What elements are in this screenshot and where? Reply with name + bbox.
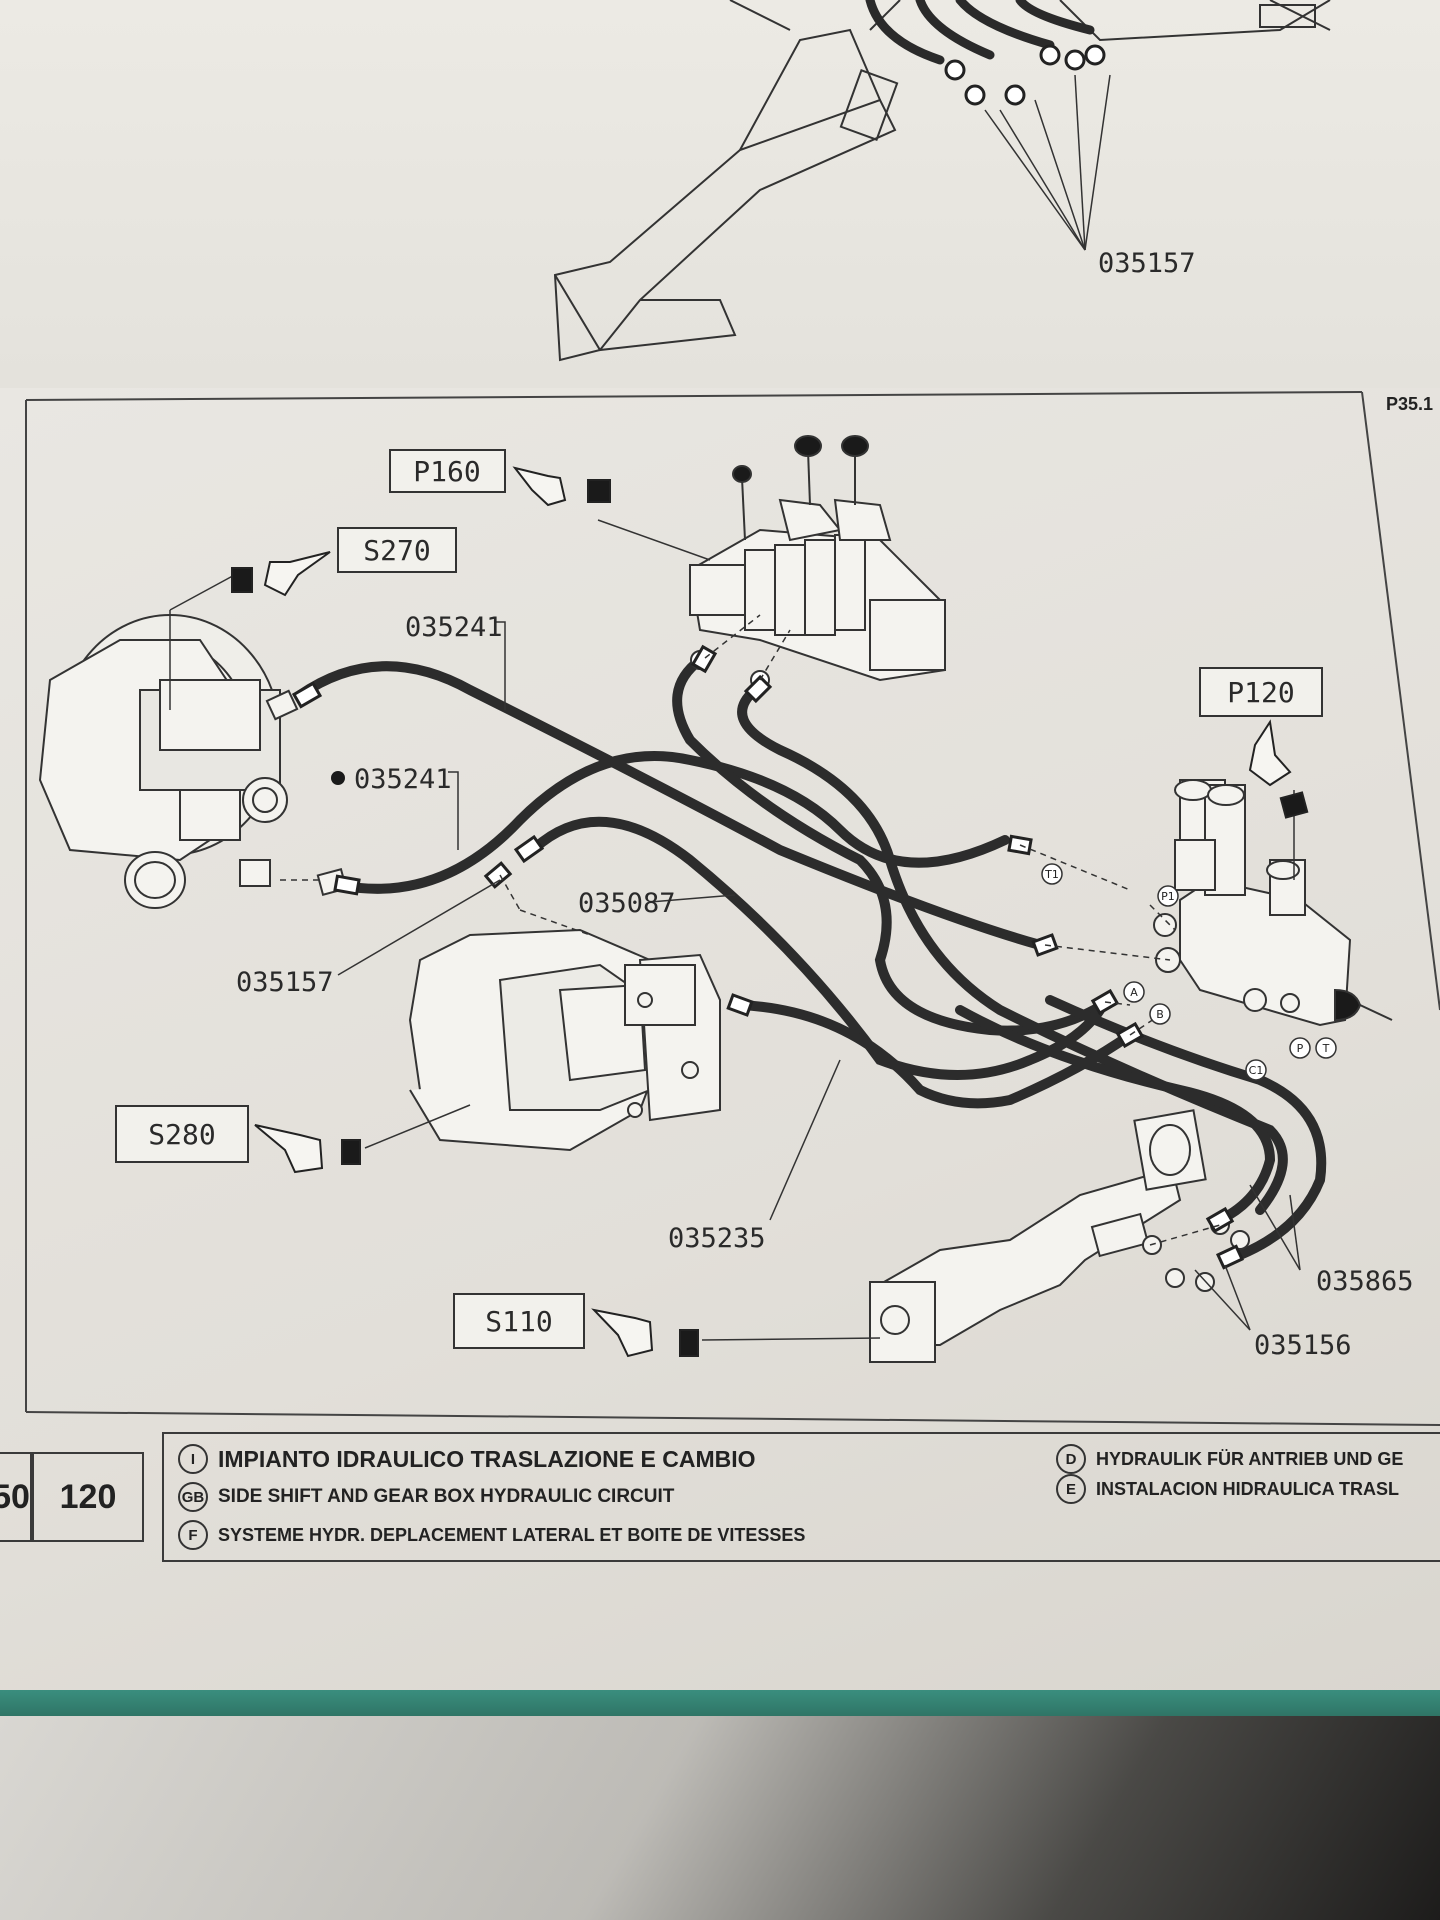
tag-p120-label: P120 <box>1227 676 1294 709</box>
caption-text-de: HYDRAULIK FÜR ANTRIEB UND GE <box>1096 1448 1404 1469</box>
tag-p160[interactable]: P160 <box>389 449 611 507</box>
part-label-035241-lower: 035241 <box>354 764 452 795</box>
port-a-label: A <box>1130 986 1138 999</box>
tag-p160-label: P160 <box>413 455 480 488</box>
german-flag-icon: D <box>1056 1444 1086 1474</box>
part-label-035235: 035235 <box>668 1223 766 1254</box>
bullet-marker <box>331 771 345 785</box>
top-page-fittings <box>944 44 1106 106</box>
port-b: B <box>1149 1003 1171 1025</box>
tag-s110-label: S110 <box>485 1305 552 1338</box>
pointing-hand-icon <box>1248 719 1309 819</box>
page-number: 120 <box>32 1452 144 1542</box>
tag-s270-label: S270 <box>363 534 430 567</box>
page-frame <box>25 391 1440 1426</box>
part-label-035865: 035865 <box>1316 1266 1414 1297</box>
desk-surface <box>0 1716 1440 1920</box>
french-flag-icon: F <box>178 1520 208 1550</box>
page-reference: P35.1 <box>1386 394 1434 414</box>
caption-strip: 50 120 I IMPIANTO IDRAULICO TRASLAZIONE … <box>0 1422 1440 1568</box>
gb-flag-icon: GB <box>178 1482 208 1512</box>
hose-pilot-2 <box>737 685 1288 1215</box>
caption-text-es: INSTALACION HIDRAULICA TRASL <box>1096 1478 1399 1499</box>
port-p: P <box>1289 1037 1311 1059</box>
hose-035865-a <box>955 1005 1276 1225</box>
caption-line-de: D HYDRAULIK FÜR ANTRIEB UND GE <box>1056 1444 1403 1474</box>
caption-text-gb: SIDE SHIFT AND GEAR BOX HYDRAULIC CIRCUI… <box>218 1486 675 1507</box>
hose-035241-upper <box>295 661 1045 950</box>
pointing-hand-icon <box>512 466 611 507</box>
spanish-flag-icon: E <box>1056 1474 1086 1504</box>
caption-box: I IMPIANTO IDRAULICO TRASLAZIONE E CAMBI… <box>162 1432 1440 1562</box>
dashed-connections <box>280 614 1221 1246</box>
top-part-label: 035157 <box>1098 248 1196 279</box>
part-label-035241-upper: 035241 <box>405 612 503 643</box>
gearbox-housing <box>408 928 721 1152</box>
port-labels: T1 P1 A B C1 P T <box>1041 863 1337 1081</box>
pointing-hand-icon <box>591 1308 699 1358</box>
port-p-label: P <box>1297 1042 1304 1055</box>
hydraulic-pump-assembly <box>38 614 348 909</box>
port-p1: P1 <box>1157 885 1179 907</box>
port-p1-label: P1 <box>1161 890 1175 903</box>
binder-edge <box>0 1690 1440 1716</box>
port-t1-label: T1 <box>1044 868 1059 881</box>
hose-035235 <box>735 1000 1135 1109</box>
side-shift-cylinder <box>869 1109 1250 1363</box>
tag-s280[interactable]: S280 <box>115 1105 361 1174</box>
previous-page <box>0 0 1440 390</box>
caption-line-gb: GB SIDE SHIFT AND GEAR BOX HYDRAULIC CIR… <box>178 1482 674 1512</box>
top-page-leader-lines <box>984 74 1111 251</box>
caption-text-it: IMPIANTO IDRAULICO TRASLAZIONE E CAMBIO <box>218 1445 756 1472</box>
part-label-035156: 035156 <box>1254 1330 1352 1361</box>
tag-s110[interactable]: S110 <box>453 1293 699 1358</box>
caption-line-es: E INSTALACION HIDRAULICA TRASL <box>1056 1474 1399 1504</box>
part-label-035087: 035087 <box>578 888 676 919</box>
prev-page-number: 50 <box>0 1452 32 1542</box>
port-t-label: T <box>1322 1042 1330 1055</box>
hydraulic-hoses <box>295 655 1327 1260</box>
port-b-label: B <box>1156 1008 1164 1021</box>
port-c1-label: C1 <box>1249 1064 1264 1077</box>
caption-line-it: I IMPIANTO IDRAULICO TRASLAZIONE E CAMBI… <box>178 1444 756 1474</box>
control-valve-block <box>688 435 947 690</box>
tag-s270[interactable]: S270 <box>231 527 457 597</box>
top-page-arm-drawing <box>553 0 1331 362</box>
tag-s280-label: S280 <box>148 1118 215 1151</box>
italian-flag-icon: I <box>178 1444 208 1474</box>
tag-p120[interactable]: P120 <box>1199 667 1323 819</box>
port-t: T <box>1315 1037 1337 1059</box>
port-t1: T1 <box>1041 863 1063 885</box>
caption-line-fr: F SYSTEME HYDR. DEPLACEMENT LATERAL ET B… <box>178 1520 805 1550</box>
pointing-hand-icon <box>231 551 331 597</box>
caption-text-fr: SYSTEME HYDR. DEPLACEMENT LATERAL ET BOI… <box>218 1524 806 1545</box>
top-page-hoses <box>865 0 1095 65</box>
part-label-035157: 035157 <box>236 967 334 998</box>
port-a: A <box>1123 981 1145 1003</box>
solenoid-valve-manifold <box>1153 779 1393 1027</box>
leader-lines <box>169 519 1301 1341</box>
pointing-hand-icon <box>254 1124 361 1174</box>
hose-035241-lower <box>335 751 1010 894</box>
hose-035087 <box>530 816 1105 1080</box>
port-c1: C1 <box>1245 1059 1267 1081</box>
